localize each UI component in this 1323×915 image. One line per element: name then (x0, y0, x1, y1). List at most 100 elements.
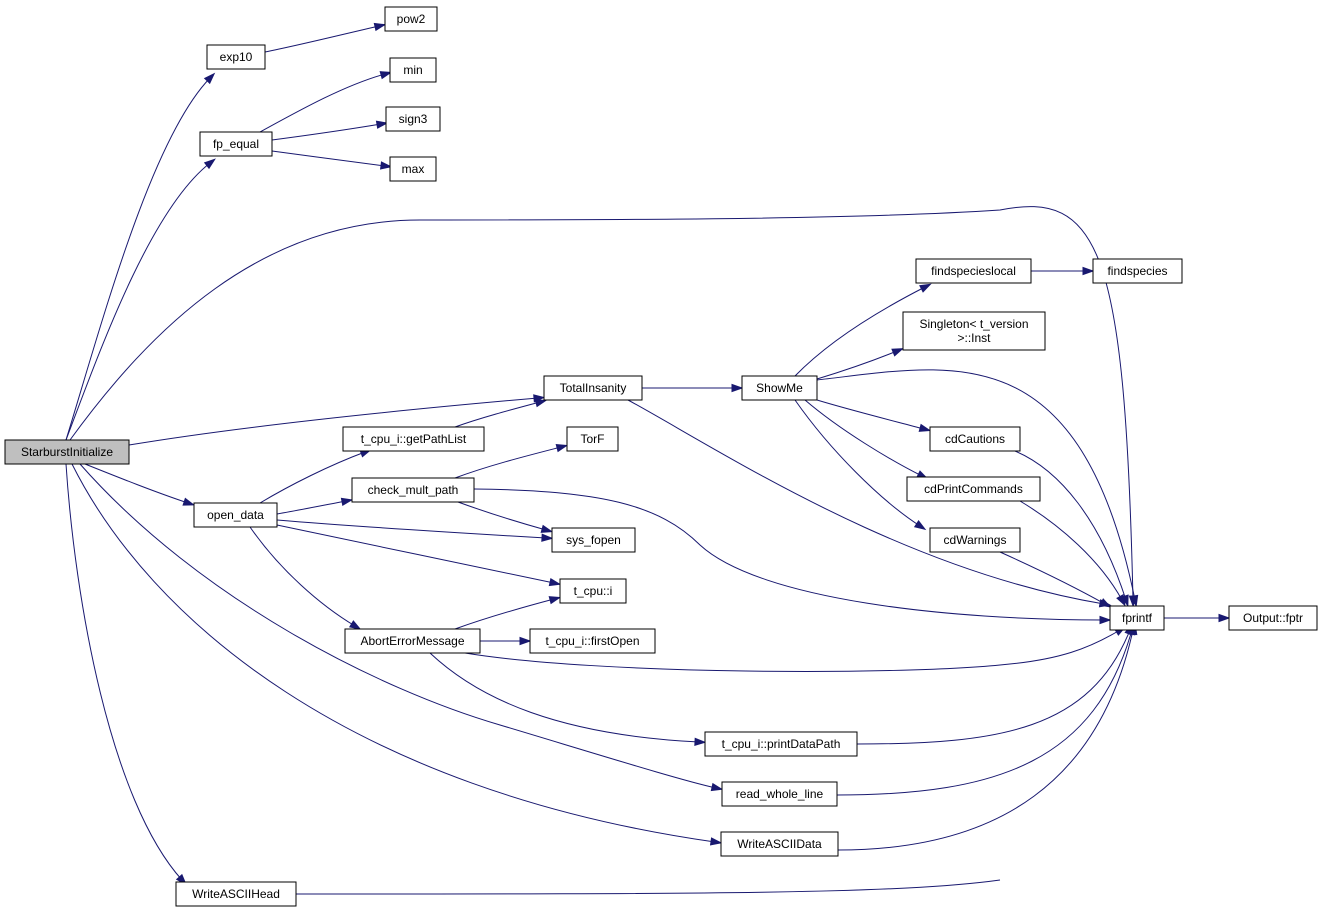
arrowhead (1082, 266, 1095, 276)
node-check_mult_path[interactable]: check_mult_path (351, 477, 475, 503)
arrowhead (380, 161, 393, 170)
edge-line (836, 629, 1133, 796)
edge-totalinsanity-to-fprintf (627, 399, 1112, 608)
node-writeasciihead[interactable]: WriteASCIIHead (175, 881, 297, 907)
arrowhead (555, 444, 569, 453)
node-label: TorF (581, 432, 605, 446)
edge-line (816, 399, 925, 430)
node-cdprintcommands[interactable]: cdPrintCommands (906, 476, 1041, 502)
node-box (351, 477, 475, 503)
edge-line (271, 123, 382, 141)
node-max[interactable]: max (389, 156, 437, 182)
edge-showme-to-cdwarnings (794, 399, 927, 531)
node-sign3[interactable]: sign3 (385, 106, 441, 132)
edge-showme-to-fprintf (816, 369, 1139, 608)
node-read_whole_line[interactable]: read_whole_line (721, 781, 838, 807)
arrowhead (373, 22, 387, 32)
edge-starburst-to-writeasciihead (65, 463, 188, 886)
edge-line (794, 286, 926, 377)
node-box (385, 106, 441, 132)
node-getpathlist[interactable]: t_cpu_i::getPathList (342, 426, 485, 452)
arrowhead (919, 283, 932, 293)
node-findspecieslocal[interactable]: findspecieslocal (915, 258, 1032, 284)
arrowhead (1099, 615, 1112, 625)
arrowhead (541, 533, 554, 542)
node-fptr[interactable]: Output::fptr (1228, 605, 1318, 631)
node-label: AbortErrorMessage (360, 634, 464, 648)
arrowhead (182, 497, 196, 506)
edge-line (999, 551, 1106, 605)
node-label: sign3 (399, 112, 428, 126)
node-printdatapath[interactable]: t_cpu_i::printDataPath (704, 731, 858, 757)
edge-fp_equal-to-max (271, 150, 393, 170)
node-box (384, 6, 438, 32)
node-tcpu_i[interactable]: t_cpu::i (559, 578, 627, 604)
node-sys_fopen[interactable]: sys_fopen (551, 527, 636, 553)
edge-line (259, 73, 386, 133)
edge-getpathlist-to-totalinsanity (454, 399, 548, 428)
node-box (902, 311, 1046, 351)
edge-starburst-to-read_whole_line (79, 463, 724, 792)
edge-starburst-to-exp10 (65, 72, 216, 441)
edge-line (837, 629, 1134, 851)
node-label: Singleton< t_version (919, 317, 1028, 331)
node-writeasciidata[interactable]: WriteASCIIData (720, 831, 839, 857)
arrowhead (891, 348, 904, 357)
edge-line (464, 629, 1121, 672)
node-label: findspecieslocal (931, 264, 1016, 278)
node-label: Output::fptr (1243, 611, 1303, 625)
edge-check_mult_path-to-sys_fopen (457, 501, 554, 533)
node-open_data[interactable]: open_data (193, 502, 278, 528)
node-fprintf[interactable]: fprintf (1109, 605, 1165, 631)
node-label: >::Inst (957, 331, 991, 345)
edge-open_data-to-sys_fopen (276, 519, 554, 542)
edge-open_data-to-aborterror (249, 526, 362, 630)
node-fp_equal[interactable]: fp_equal (199, 131, 273, 157)
node-label: cdWarnings (944, 533, 1007, 547)
edge-findspecieslocal-to-findspecies (1030, 266, 1095, 276)
node-box (1109, 605, 1165, 631)
node-totalinsanity[interactable]: TotalInsanity (543, 375, 643, 401)
node-box (929, 527, 1021, 553)
node-label: t_cpu_i::printDataPath (722, 737, 841, 751)
edge-line (804, 399, 923, 477)
node-min[interactable]: min (389, 57, 437, 83)
node-cdcautions[interactable]: cdCautions (929, 426, 1021, 452)
node-box (559, 578, 627, 604)
node-exp10[interactable]: exp10 (206, 44, 266, 70)
node-label: cdPrintCommands (924, 482, 1023, 496)
node-box (1228, 605, 1318, 631)
node-torf[interactable]: TorF (566, 426, 619, 452)
edge-line (794, 399, 921, 527)
node-singleton[interactable]: Singleton< t_version>::Inst (902, 311, 1046, 351)
node-box (199, 131, 273, 157)
node-cdwarnings[interactable]: cdWarnings (929, 527, 1021, 553)
node-aborterror[interactable]: AbortErrorMessage (344, 628, 481, 654)
edge-aborterror-to-tcpu_i (454, 596, 562, 630)
edge-line (128, 397, 539, 446)
arrowhead (1116, 594, 1126, 607)
arrowhead (534, 399, 548, 408)
node-label: TotalInsanity (560, 381, 627, 395)
node-pow2[interactable]: pow2 (384, 6, 438, 32)
arrowhead (519, 636, 532, 646)
node-box (342, 426, 485, 452)
edge-line (276, 519, 547, 539)
edge-exp10-to-pow2 (264, 22, 387, 53)
edge-showme-to-cdcautions (816, 399, 932, 432)
arrowhead (540, 524, 554, 533)
edge-line (457, 501, 547, 531)
node-findspecies[interactable]: findspecies (1092, 258, 1183, 284)
node-starburst[interactable]: StarburstInitialize (4, 439, 130, 465)
edge-fp_equal-to-min (259, 71, 393, 133)
node-showme[interactable]: ShowMe (741, 375, 818, 401)
edge-cdwarnings-to-fprintf (999, 551, 1112, 608)
node-box (929, 426, 1021, 452)
node-label: WriteASCIIData (737, 837, 822, 851)
node-label: ShowMe (756, 381, 803, 395)
arrowhead (340, 497, 354, 506)
node-firstopen[interactable]: t_cpu_i::firstOpen (529, 628, 656, 654)
edge-fp_equal-to-sign3 (271, 120, 389, 141)
edge-line (259, 451, 366, 504)
